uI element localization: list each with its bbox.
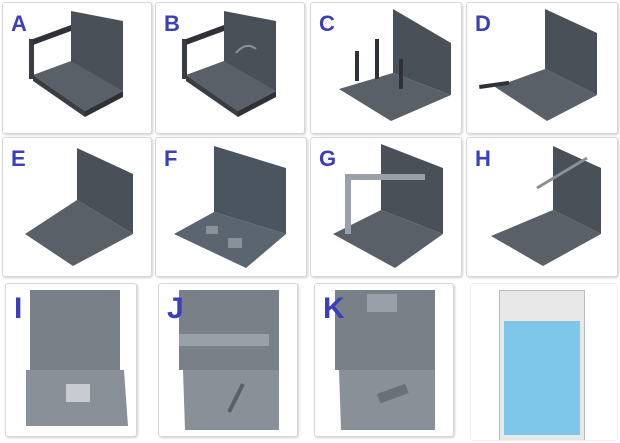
panel-label: B <box>164 11 180 36</box>
panel-label: K <box>323 292 345 325</box>
model-image <box>179 290 279 430</box>
model-image <box>25 148 133 266</box>
panel-label: D <box>475 11 491 36</box>
panel-label: H <box>475 146 491 171</box>
panel-label: C <box>319 11 335 36</box>
panel-b: B <box>155 2 305 134</box>
panel-label: G <box>319 146 337 171</box>
model-image <box>333 144 443 268</box>
model-image <box>339 9 451 121</box>
panel-g: G <box>310 137 462 277</box>
panel-e: E <box>2 137 152 277</box>
panel-a: A <box>2 2 152 134</box>
model-image <box>335 290 435 430</box>
decal-sheet-image <box>499 290 585 440</box>
panel-label: I <box>14 292 23 325</box>
panel-i: I <box>5 283 137 437</box>
panel-j: J <box>158 283 298 437</box>
model-image <box>174 146 286 268</box>
panel-h: H <box>466 137 618 277</box>
panel-label: F <box>164 146 178 171</box>
model-image <box>182 11 276 117</box>
panel-f: F <box>155 137 307 277</box>
panel-d: D <box>466 2 618 134</box>
panel-c: C <box>310 2 462 134</box>
panel-label: E <box>11 146 26 171</box>
panel-k: K <box>314 283 454 437</box>
panel-decal-sheet <box>470 283 618 441</box>
model-image <box>491 146 601 266</box>
decal-area <box>504 321 580 435</box>
model-image <box>26 290 128 426</box>
model-image <box>29 11 123 117</box>
panel-label: J <box>167 292 184 325</box>
model-image <box>479 9 597 121</box>
panel-label: A <box>11 11 27 36</box>
